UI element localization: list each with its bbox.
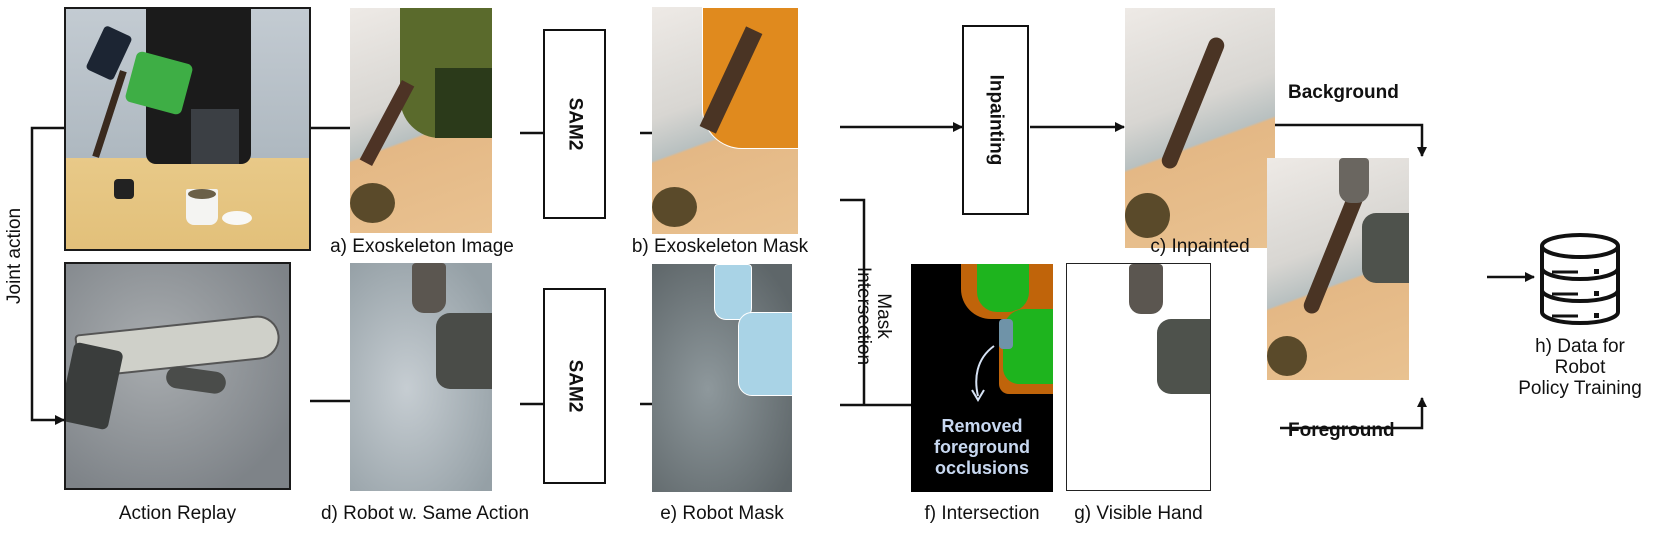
- joint-action-connector: [30, 126, 65, 425]
- background-connector: [1275, 123, 1427, 157]
- intersection-blue-region: [999, 319, 1013, 349]
- caption-panel-e: e) Robot Mask: [660, 503, 784, 524]
- mask-intersection-line1: Mask: [873, 293, 894, 339]
- curved-arrow-icon: [971, 345, 995, 402]
- caption-panel-b: b) Exoskeleton Mask: [631, 236, 809, 257]
- sam2-box-top: SAM2: [543, 29, 606, 219]
- intersection-green-top: [977, 264, 1029, 312]
- composite-image: [1267, 158, 1409, 380]
- robot-mask-overlay-top: [714, 264, 752, 320]
- caption-panel-d: d) Robot w. Same Action: [320, 503, 530, 524]
- panel-g-visible-hand: [1066, 263, 1211, 491]
- sam2-box-bottom: SAM2: [543, 288, 606, 484]
- sam2-top-label: SAM2: [564, 97, 586, 151]
- caption-panel-f: f) Intersection: [924, 503, 1040, 524]
- occlusion-text-line2: foreground: [934, 437, 1030, 457]
- panel-b-exoskeleton-mask: [652, 7, 798, 234]
- occlusion-text-line3: occlusions: [934, 458, 1030, 478]
- exoskeleton-scene-image: [64, 7, 311, 251]
- database-icon: [1540, 233, 1620, 325]
- mask-intersection-line2: Intersection: [853, 266, 874, 366]
- joint-action-label: Joint action: [4, 207, 25, 304]
- caption-panel-a: a) Exoskeleton Image: [330, 236, 514, 257]
- panel-a-exoskeleton-image: [350, 8, 492, 233]
- removed-occlusions-text: Removed foreground occlusions: [911, 416, 1053, 479]
- caption-panel-h: h) Data for Robot Policy Training: [1500, 336, 1655, 399]
- robot-mask-overlay-hand: [738, 312, 792, 396]
- caption-panel-g: g) Visible Hand: [1074, 503, 1203, 524]
- sam2-bottom-label: SAM2: [564, 359, 586, 413]
- background-label: Background: [1288, 82, 1399, 103]
- caption-panel-c: c) Inpainted: [1150, 236, 1250, 257]
- caption-h-line2: Robot: [1554, 357, 1606, 378]
- panel-e-robot-mask-image: [652, 264, 792, 492]
- inpainting-label: Inpainting: [985, 74, 1007, 166]
- panel-d-robot-same-action: [350, 263, 492, 491]
- inpainting-box: Inpainting: [962, 25, 1029, 215]
- caption-action-replay: Action Replay: [118, 503, 237, 524]
- caption-h-line3: Policy Training: [1518, 378, 1642, 399]
- panel-f-intersection: Removed foreground occlusions: [911, 264, 1053, 492]
- panel-c-inpainted: [1125, 8, 1275, 248]
- action-replay-image: [64, 262, 291, 490]
- mask-intersection-label: Mask Intersection: [853, 261, 894, 371]
- foreground-label: Foreground: [1288, 420, 1395, 441]
- caption-h-line1: h) Data for: [1535, 336, 1625, 357]
- occlusion-text-line1: Removed: [941, 416, 1023, 436]
